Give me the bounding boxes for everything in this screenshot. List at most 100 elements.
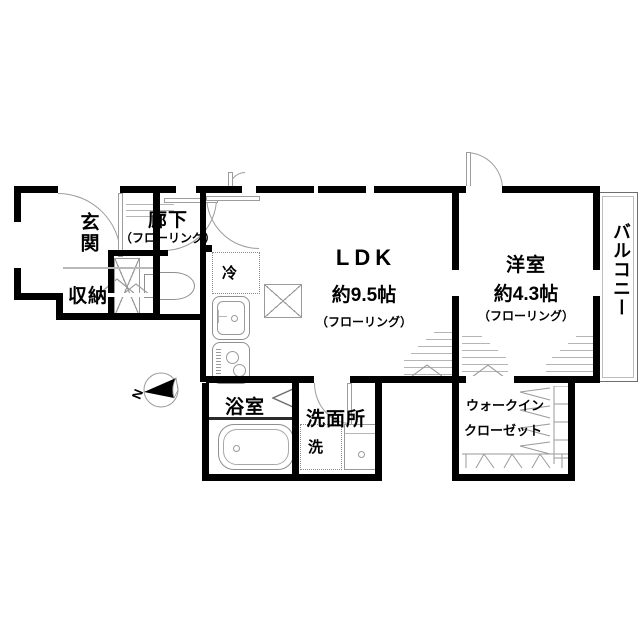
stove-burner	[226, 351, 239, 364]
wall-bedroom-right-bottom	[593, 296, 600, 382]
wall-corridor-ldk-jamb	[200, 226, 206, 252]
washroom-door-panel[interactable]	[347, 383, 352, 425]
wall-wic-left	[452, 376, 459, 481]
wall-ldk-bottom	[206, 376, 314, 383]
wall-exterior-top-left	[14, 186, 58, 193]
wall-exterior-top-ldk-c	[374, 186, 466, 193]
wall-exterior-top-bedroom	[502, 186, 600, 193]
entrance-step-marker	[121, 283, 151, 296]
wall-bath-left	[202, 383, 209, 481]
stove-grill	[216, 349, 221, 377]
opening-bedroom-door	[466, 186, 502, 193]
opening-balcony-glass-door-upper	[593, 270, 600, 296]
wall-ldk-bedroom-divider-top	[452, 186, 459, 270]
bedroom-door-panel[interactable]	[466, 152, 471, 190]
label-balcony: バルコニー	[611, 222, 631, 317]
wall-ldk-left-lower	[200, 314, 206, 382]
vanity-line	[345, 433, 377, 434]
wall-exterior-top-ldk-b	[318, 186, 370, 193]
wall-bedroom-right-top	[593, 186, 600, 270]
ldk-step-marker	[411, 364, 443, 377]
opening-corridor-window	[176, 186, 196, 193]
bathtub-drain	[233, 445, 240, 452]
balcony-area	[598, 192, 638, 382]
bathtub-fixture	[218, 424, 294, 470]
counter-fixture	[264, 284, 302, 318]
window-glass-line	[126, 210, 174, 211]
floor-hatch-bedroom-left	[462, 334, 508, 378]
opening-entrance-door	[58, 186, 120, 193]
opening-storage-front	[63, 293, 153, 297]
closet-rod-hatch	[516, 386, 570, 470]
label-walkin-closet-line1: ウォークイン	[466, 398, 545, 413]
wall-exterior-bottom-entry	[14, 293, 62, 300]
wall-corridor-right-upper	[200, 186, 206, 226]
opening-wic-door	[466, 376, 514, 383]
closet-shelf-hatch	[462, 440, 568, 470]
bathtub-inner	[223, 429, 289, 465]
faucet-line	[218, 310, 219, 323]
bath-door-marker[interactable]	[271, 388, 294, 408]
label-ldk: LDK	[335, 245, 397, 270]
room-fill-bedroom	[458, 186, 600, 382]
wall-washroom-right	[375, 383, 382, 481]
wall-toilet-left	[108, 250, 114, 320]
label-corridor: 廊下	[147, 210, 189, 231]
wall-bedroom-bottom-stub	[382, 376, 458, 383]
ldk-door-panel[interactable]	[206, 196, 260, 201]
wall-bath-washroom-divider	[292, 383, 299, 481]
washing-machine-fixture	[300, 424, 342, 470]
wall-ldk-left-top	[206, 245, 212, 252]
opening-ldk-bedroom-slider	[452, 270, 459, 296]
wall-exterior-top-corridor	[196, 186, 242, 193]
opening-kitchen-door	[242, 186, 256, 193]
compass-rose: N	[129, 368, 180, 416]
label-bedroom-flooring: （フローリング）	[477, 309, 575, 323]
label-bedroom-area: 約4.3帖	[493, 284, 559, 305]
vanity-sink-fixture	[344, 424, 378, 470]
wall-storage-left	[56, 293, 63, 320]
opening-ldk-window-a	[314, 186, 318, 193]
balcony-inner-edge	[602, 196, 634, 378]
wall-corridor-bottom	[108, 250, 168, 256]
label-storage: 収納	[67, 286, 109, 307]
washing-machine-label: 洗	[308, 439, 324, 456]
wall-bedroom-bottom-left	[452, 376, 466, 383]
entrance-door-panel[interactable]	[118, 193, 123, 257]
wall-wic-bottom	[452, 474, 575, 481]
faucet-line	[218, 316, 227, 317]
toilet-fixture	[153, 272, 195, 300]
storage-door-line	[63, 267, 153, 269]
wall-wic-right	[568, 376, 575, 481]
label-ldk-flooring: （フローリング）	[315, 315, 413, 329]
refrigerator-label: 冷	[222, 265, 238, 282]
label-bath: 浴室	[224, 397, 266, 418]
label-washroom: 洗面所	[305, 409, 367, 430]
sink-drain	[231, 315, 238, 322]
bedroom-door-swing[interactable]	[466, 152, 503, 189]
wic-door-marker[interactable]	[471, 364, 505, 378]
kitchen-sink-fixture	[212, 296, 250, 340]
opening-washroom-door	[314, 376, 350, 383]
wall-bath-tub-divider	[209, 417, 293, 420]
window-glass-line	[126, 216, 156, 217]
refrigerator-fixture	[212, 252, 260, 294]
label-entrance-line1: 玄関	[77, 212, 99, 254]
wall-ldk-bedroom-divider-bottom	[452, 296, 459, 382]
wall-toilet-bottom	[108, 314, 206, 320]
wall-bath-bottom	[202, 474, 382, 481]
wall-exterior-left-lower	[14, 268, 21, 300]
vanity-drain	[358, 451, 365, 458]
window-glass-line	[126, 204, 174, 205]
wall-exterior-top-ldk-a	[256, 186, 314, 193]
label-walkin-closet-line2: クローゼット	[464, 423, 543, 438]
sink-basin	[217, 301, 245, 335]
storage-door-marker[interactable]	[99, 278, 135, 294]
wall-exterior-top-entry	[120, 186, 176, 193]
label-corridor-flooring: （フローリング）	[119, 231, 217, 245]
floor-hatch-bedroom-right	[546, 334, 598, 378]
wall-bedroom-bottom-right	[514, 376, 600, 383]
label-bedroom: 洋室	[505, 255, 547, 276]
label-ldk-area: 約9.5帖	[331, 285, 397, 306]
